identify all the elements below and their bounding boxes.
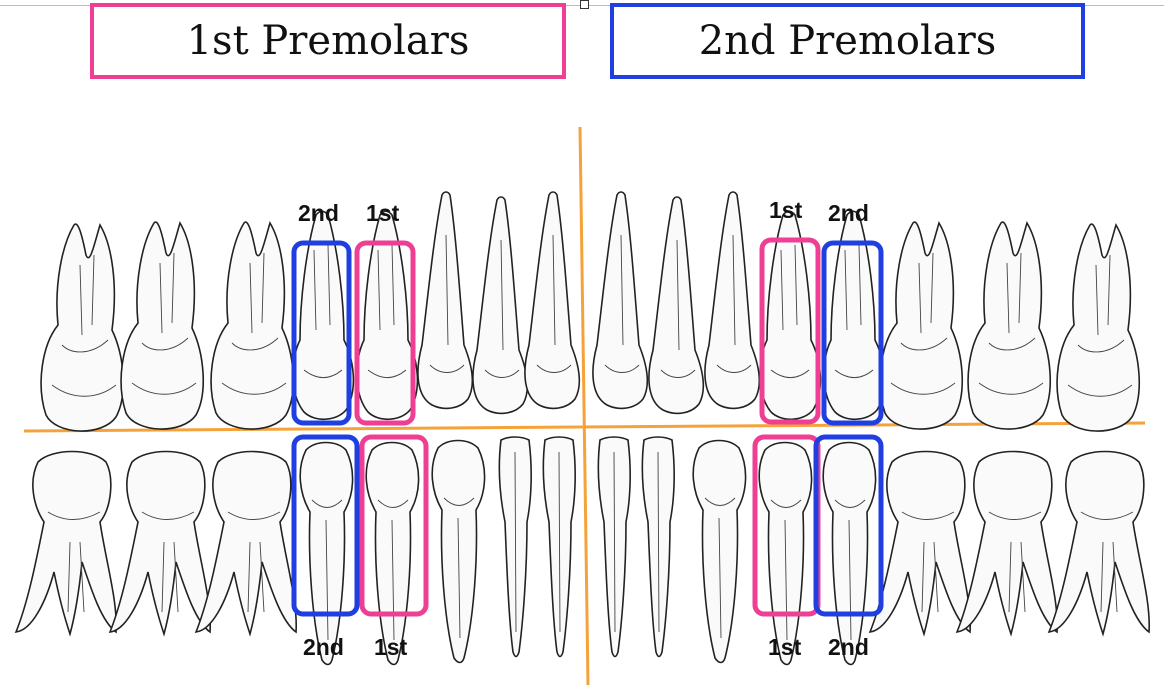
label-upper-left-1st: 1st [366, 200, 400, 226]
tooth-icon [109, 450, 212, 635]
label-upper-right-2nd: 2nd [828, 200, 869, 226]
tooth-icon [641, 436, 675, 658]
tooth-icon [1048, 450, 1151, 635]
tooth-icon [195, 450, 298, 635]
vertical-midline [578, 126, 590, 685]
tooth-icon [869, 450, 972, 635]
tooth-icon [498, 436, 532, 658]
tooth-icon [822, 441, 877, 666]
title-2nd-premolars: 2nd Premolars [610, 3, 1085, 79]
upper-right-1st-premolar-box [759, 237, 821, 425]
tooth-icon [210, 221, 295, 430]
label-lower-left-2nd: 2nd [303, 634, 344, 660]
tooth-icon [431, 439, 486, 664]
tooth-icon [299, 441, 354, 666]
tooth-icon [365, 441, 420, 666]
tooth-icon [597, 436, 631, 658]
resize-handle[interactable] [580, 0, 589, 9]
tooth-icon [417, 191, 474, 410]
title-1st-premolars: 1st Premolars [90, 3, 566, 79]
tooth-icon [40, 223, 125, 432]
label-lower-left-1st: 1st [374, 634, 408, 660]
tooth-icon [524, 191, 581, 410]
tooth-icon [967, 221, 1052, 430]
lower-left-2nd-premolar-box [291, 434, 360, 617]
tooth-icon [879, 221, 964, 430]
tooth-icon [542, 436, 576, 658]
tooth-icon [956, 450, 1059, 635]
tooth-icon [592, 191, 649, 410]
upper-right-2nd-premolar-box [821, 240, 884, 426]
label-lower-right-1st: 1st [768, 634, 802, 660]
tooth-icon [758, 441, 813, 666]
tooth-icon [1056, 223, 1141, 432]
tooth-icon [472, 196, 529, 415]
tooth-icon [15, 450, 118, 635]
label-upper-left-2nd: 2nd [298, 200, 339, 226]
label-upper-right-1st: 1st [769, 197, 803, 223]
label-lower-right-2nd: 2nd [828, 634, 869, 660]
upper-left-2nd-premolar-box [291, 240, 352, 426]
tooth-icon [120, 221, 205, 430]
tooth-icon [648, 196, 705, 415]
occlusal-plane-line [23, 421, 1146, 433]
tooth-icon [692, 439, 747, 664]
lower-right-2nd-premolar-box [813, 434, 884, 617]
lower-left-1st-premolar-box [359, 434, 429, 617]
tooth-icon [704, 191, 761, 410]
upper-left-1st-premolar-box [354, 240, 416, 426]
